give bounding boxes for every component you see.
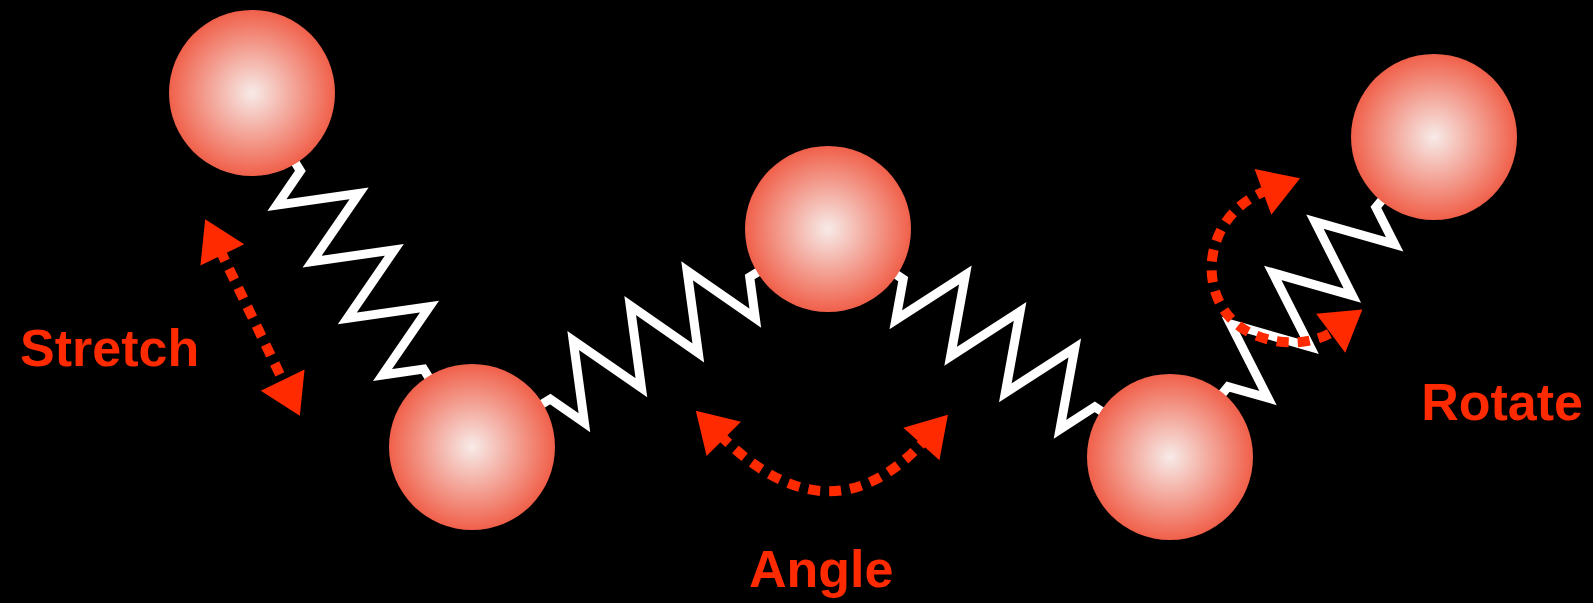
motion-arrows [220,190,1335,491]
motion-label: Angle [749,543,893,595]
atom [1087,374,1253,540]
atoms [169,10,1517,540]
stretch-arrow [220,250,285,385]
motion-label: Rotate [1421,376,1583,428]
atom [169,10,335,176]
motion-label: Stretch [20,322,199,374]
atom [745,146,911,312]
atom [1351,54,1517,220]
angle-arrow [720,435,925,491]
rotate-arrow [1212,190,1335,342]
atom [389,364,555,530]
